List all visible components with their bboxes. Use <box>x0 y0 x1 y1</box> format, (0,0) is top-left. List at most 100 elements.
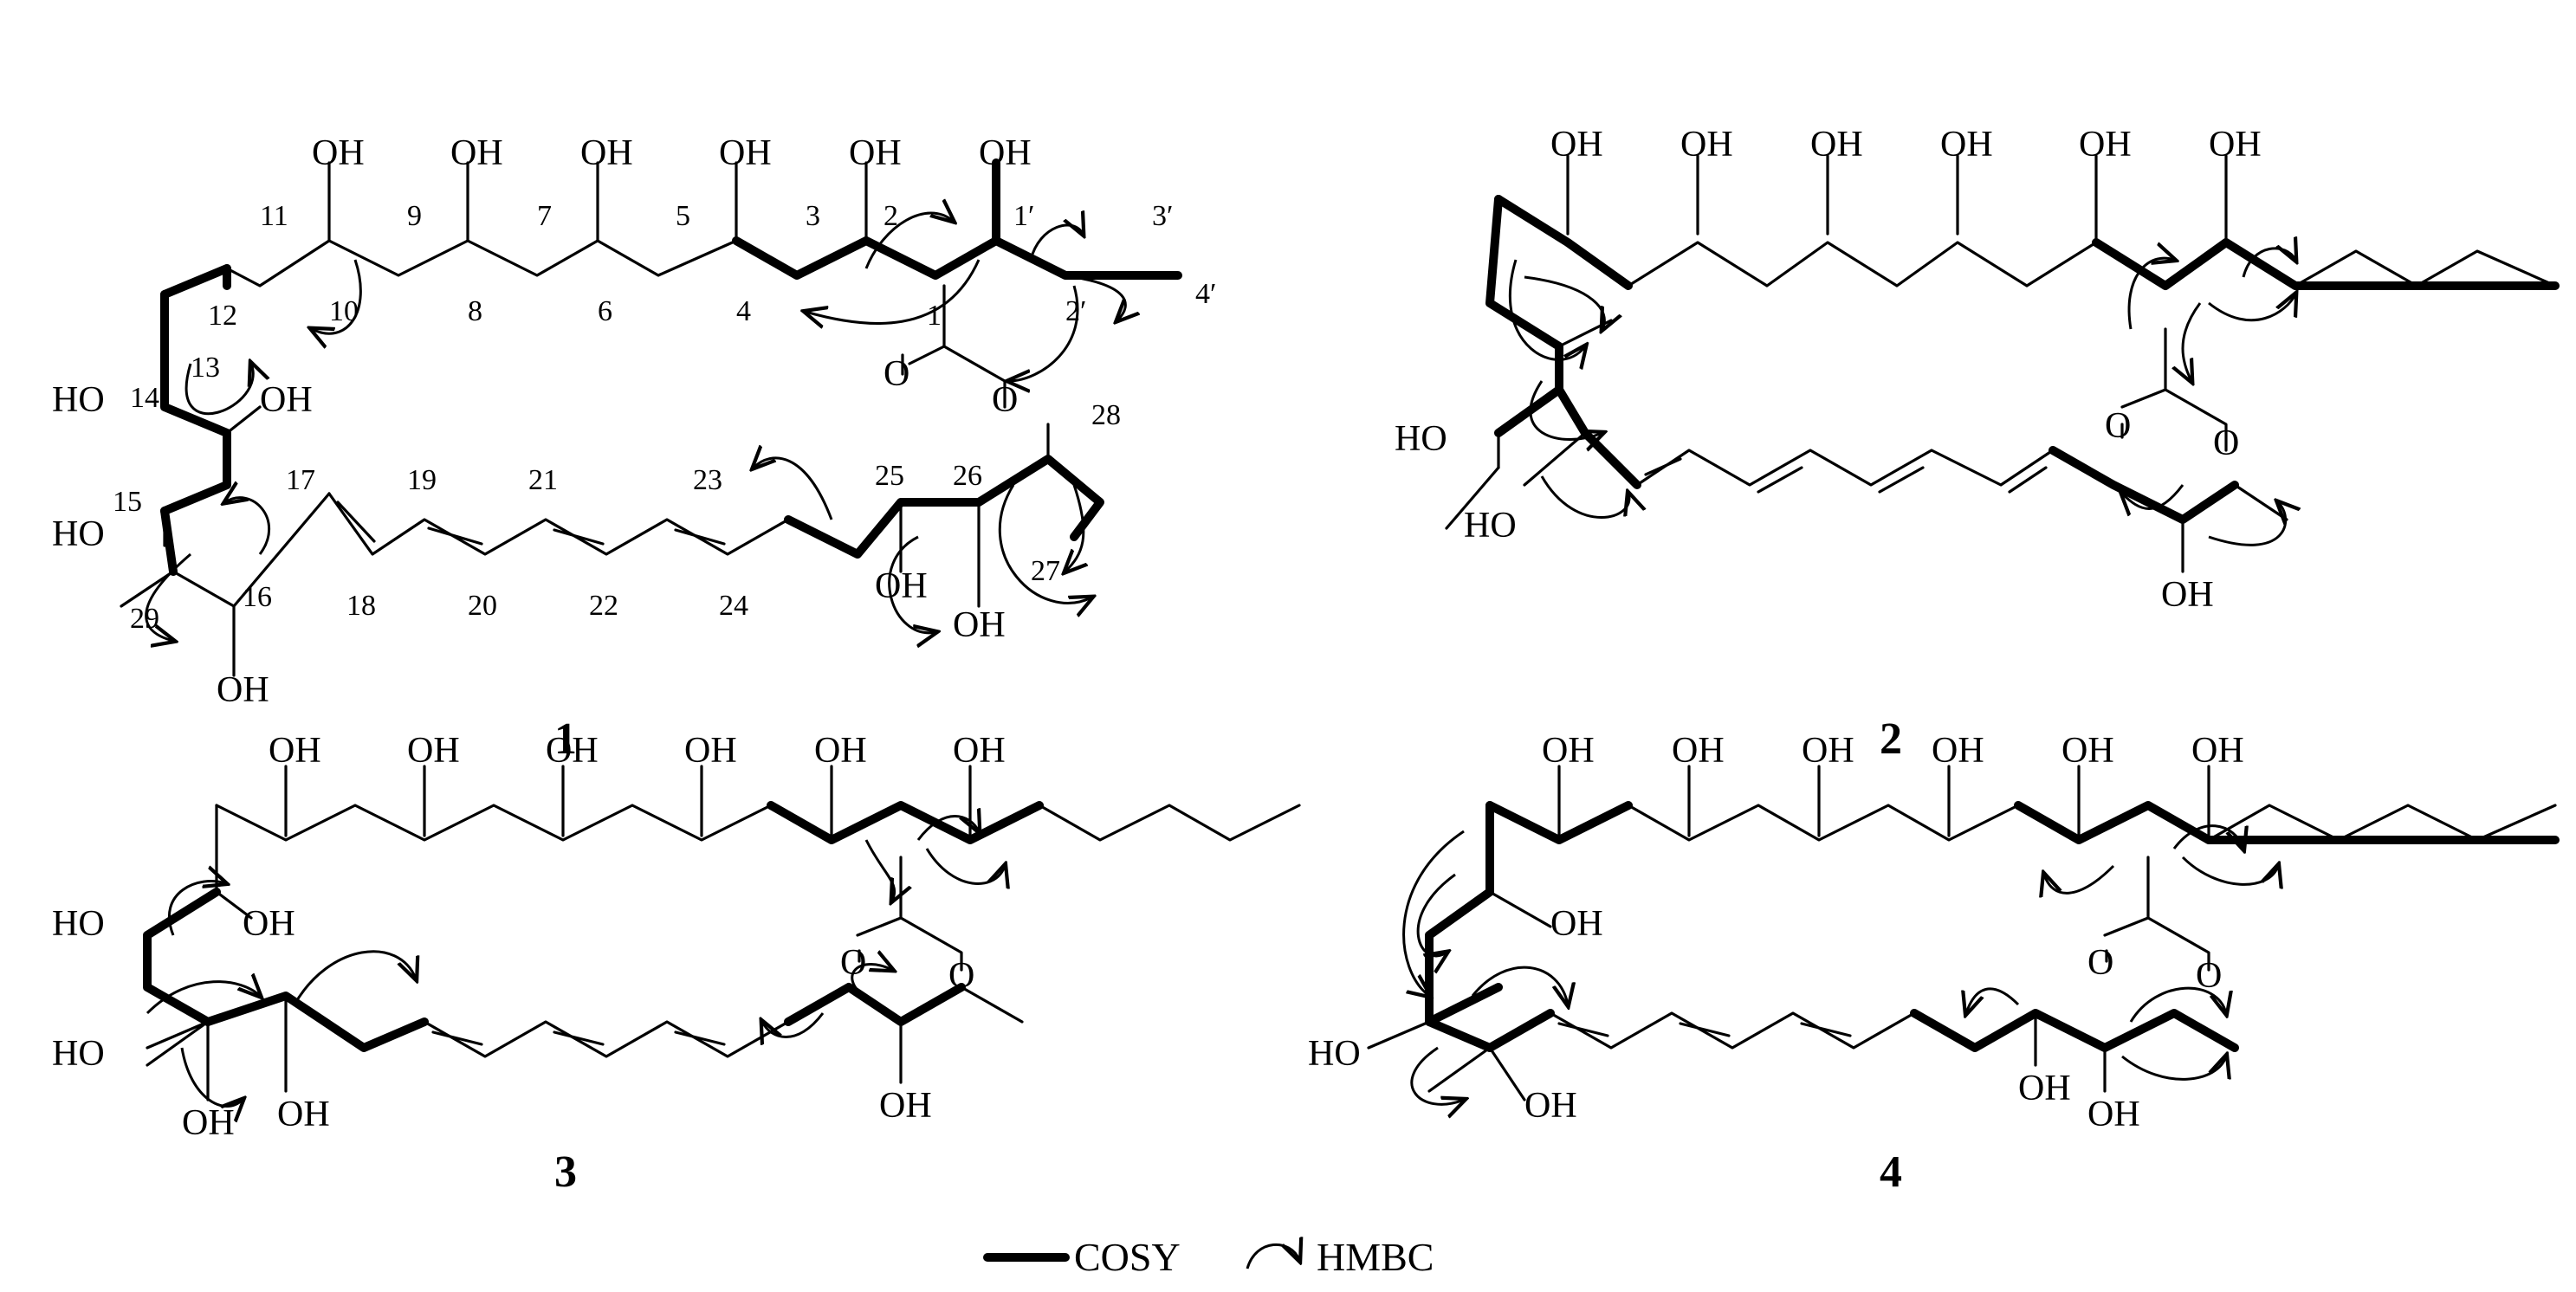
c1-num-3: 3 <box>806 200 820 232</box>
compound-2-hmbc-arrows <box>1509 249 2295 546</box>
c1-num-3p: 3′ <box>1152 200 1173 232</box>
compound-3-labels: OH OH OH OH OH OH HO OH HO OH OH OH O O … <box>52 731 1006 1197</box>
c1-num-26: 26 <box>953 460 982 492</box>
c4-oh-10: OH <box>2087 1095 2140 1134</box>
c2-carbonyl-o: O <box>2105 406 2131 446</box>
compound-2-labels: OH OH OH OH OH OH HO HO OH O O 2 <box>1395 125 2262 764</box>
c4-oh-4: OH <box>1932 731 1984 771</box>
c1-ho-c14: HO <box>52 380 105 420</box>
c1-num-5: 5 <box>676 200 690 232</box>
c1-oh-c25: OH <box>875 566 928 606</box>
legend-cosy-label: COSY <box>1074 1235 1181 1279</box>
c4-oh-6: OH <box>2191 731 2244 771</box>
c1-num-19: 19 <box>407 464 437 496</box>
c2-oh-3: OH <box>1810 125 1863 165</box>
c1-num-25: 25 <box>875 460 904 492</box>
compound-4: OH OH OH OH OH OH OH HO OH OH OH O O 4 <box>1308 731 2560 1197</box>
c1-ho-c15: HO <box>52 514 105 554</box>
c1-oh-c9: OH <box>450 133 503 173</box>
c1-num-4p: 4′ <box>1195 278 1216 310</box>
c1-num-2: 2 <box>883 200 898 232</box>
compound-1-labels: OH OH OH OH OH OH HO OH HO OH OH OH O O … <box>52 133 1216 764</box>
c1-num-8: 8 <box>468 295 482 327</box>
compound-3: OH OH OH OH OH OH HO OH HO OH OH OH O O … <box>52 731 1301 1197</box>
c1-num-7: 7 <box>537 200 552 232</box>
c2-ester-o: O <box>2213 423 2239 463</box>
c1-oh-c26: OH <box>953 605 1006 645</box>
c4-carbonyl-o: O <box>2087 943 2113 983</box>
c1-num-13: 13 <box>191 352 220 384</box>
c2-oh-5: OH <box>2079 125 2132 165</box>
c1-num-2p: 2′ <box>1065 295 1086 327</box>
legend-hmbc-label: HMBC <box>1317 1235 1434 1279</box>
c2-oh-6: OH <box>2209 125 2262 165</box>
c1-num-29: 29 <box>130 603 159 635</box>
c1-num-28: 28 <box>1091 399 1121 431</box>
c4-oh-7: OH <box>1550 904 1603 944</box>
compound-4-label: 4 <box>1880 1147 1902 1197</box>
c1-num-10: 10 <box>329 295 359 327</box>
legend: COSY HMBC <box>983 1235 1434 1279</box>
c3-ho-lower: HO <box>52 1034 105 1074</box>
c1-num-12: 12 <box>208 300 237 332</box>
c3-oh-1: OH <box>269 731 321 771</box>
compound-2-label: 2 <box>1880 714 1902 764</box>
c3-oh-3: OH <box>546 731 599 771</box>
c1-num-27: 27 <box>1031 555 1060 587</box>
c1-oh-c7: OH <box>580 133 633 173</box>
compound-1-hmbc-arrows <box>145 213 1126 641</box>
c1-oh-c1p: OH <box>979 133 1032 173</box>
c2-oh-2: OH <box>1680 125 1733 165</box>
compound-4-bonds <box>1367 765 2560 1101</box>
c2-oh-7: OH <box>2161 575 2214 615</box>
c3-oh-7: OH <box>243 904 295 944</box>
c1-oh-c16: OH <box>217 670 269 710</box>
c4-oh-5: OH <box>2061 731 2114 771</box>
c1-num-15: 15 <box>113 486 142 518</box>
c1-ester-o: O <box>992 380 1018 420</box>
c3-oh-2: OH <box>407 731 460 771</box>
c1-num-16: 16 <box>243 581 272 613</box>
compound-2: OH OH OH OH OH OH HO HO OH O O 2 <box>1395 125 2560 764</box>
c1-num-14: 14 <box>130 382 159 414</box>
c1-carbonyl-o: O <box>883 354 909 394</box>
c1-num-24: 24 <box>719 590 748 622</box>
c1-num-9: 9 <box>407 200 422 232</box>
c1-oh-c13: OH <box>260 380 313 420</box>
c1-num-23: 23 <box>693 464 722 496</box>
c4-oh-9: OH <box>2018 1069 2071 1108</box>
compound-4-labels: OH OH OH OH OH OH OH HO OH OH OH O O 4 <box>1308 731 2244 1197</box>
compound-2-bonds <box>1445 154 2560 573</box>
c1-num-17: 17 <box>286 464 315 496</box>
c1-num-21: 21 <box>528 464 558 496</box>
c4-oh-8: OH <box>1524 1086 1577 1126</box>
c1-oh-c11: OH <box>312 133 365 173</box>
c2-ho-lower: HO <box>1464 506 1517 546</box>
c3-oh-10: OH <box>879 1086 932 1126</box>
c2-ho-upper: HO <box>1395 419 1447 459</box>
compound-1-bonds <box>120 158 1182 677</box>
c3-ho-upper: HO <box>52 904 105 944</box>
compound-3-bonds <box>143 765 1301 1101</box>
c1-num-4: 4 <box>736 295 751 327</box>
c1-num-1: 1 <box>927 300 942 332</box>
c4-oh-1: OH <box>1542 731 1595 771</box>
hmbc-arrow-icon <box>1246 1244 1299 1269</box>
c3-oh-4: OH <box>684 731 737 771</box>
c1-num-1p: 1′ <box>1013 200 1034 232</box>
compound-4-hmbc-arrows <box>1402 824 2278 1105</box>
c4-ester-o: O <box>2196 956 2222 996</box>
c1-oh-c3: OH <box>849 133 902 173</box>
c1-num-20: 20 <box>468 590 497 622</box>
compound-1: OH OH OH OH OH OH HO OH HO OH OH OH O O … <box>52 133 1216 764</box>
c1-num-18: 18 <box>346 590 376 622</box>
c4-oh-3: OH <box>1802 731 1854 771</box>
c1-num-11: 11 <box>260 200 288 232</box>
c4-oh-2: OH <box>1672 731 1725 771</box>
c1-oh-c5: OH <box>719 133 772 173</box>
c3-oh-5: OH <box>814 731 867 771</box>
c3-oh-8: OH <box>277 1095 330 1134</box>
c1-num-6: 6 <box>598 295 612 327</box>
c2-oh-1: OH <box>1550 125 1603 165</box>
